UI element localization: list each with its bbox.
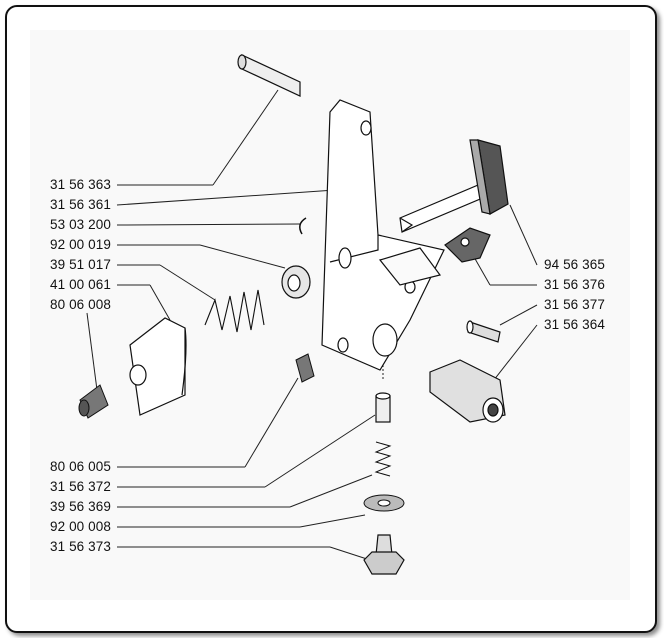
- label-39-56-369: 39 56 369: [50, 499, 111, 514]
- bushing-31-56-364: [429, 359, 506, 423]
- rod-94-56-365: [399, 139, 509, 233]
- label-31-56-363: 31 56 363: [50, 177, 111, 192]
- clip-53-03-200: [299, 217, 307, 235]
- screw-80-06-008: [78, 384, 109, 419]
- label-41-00-061: 41 00 061: [50, 277, 111, 292]
- spring-39-56-369: [374, 441, 392, 477]
- label-92-00-008: 92 00 008: [50, 519, 111, 534]
- label-31-56-361: 31 56 361: [50, 197, 111, 212]
- pin-31-56-363: [237, 54, 301, 97]
- plug-31-56-373: [363, 534, 405, 575]
- washer-92-00-019: [281, 265, 311, 299]
- label-31-56-377: 31 56 377: [544, 297, 605, 312]
- label-31-56-372: 31 56 372: [50, 479, 111, 494]
- label-31-56-364: 31 56 364: [544, 317, 605, 332]
- label-92-00-019: 92 00 019: [50, 237, 111, 252]
- label-94-56-365: 94 56 365: [544, 257, 605, 272]
- label-31-56-373: 31 56 373: [50, 539, 111, 554]
- screw-80-06-005: [295, 353, 315, 383]
- bracket-31-56-361: [321, 99, 445, 371]
- cam-41-00-061: [129, 317, 187, 416]
- spring-39-51-017: [204, 289, 265, 333]
- label-31-56-376: 31 56 376: [544, 277, 605, 292]
- washer-92-00-008: [363, 494, 405, 512]
- plunger-31-56-372: [375, 392, 391, 423]
- label-53-03-200: 53 03 200: [50, 217, 111, 232]
- lever-31-56-376: [444, 227, 491, 263]
- pin-31-56-377: [466, 320, 501, 343]
- leader-lines: [86, 89, 538, 561]
- label-80-06-008: 80 06 008: [50, 297, 111, 312]
- label-39-51-017: 39 51 017: [50, 257, 111, 272]
- label-80-06-005: 80 06 005: [50, 459, 111, 474]
